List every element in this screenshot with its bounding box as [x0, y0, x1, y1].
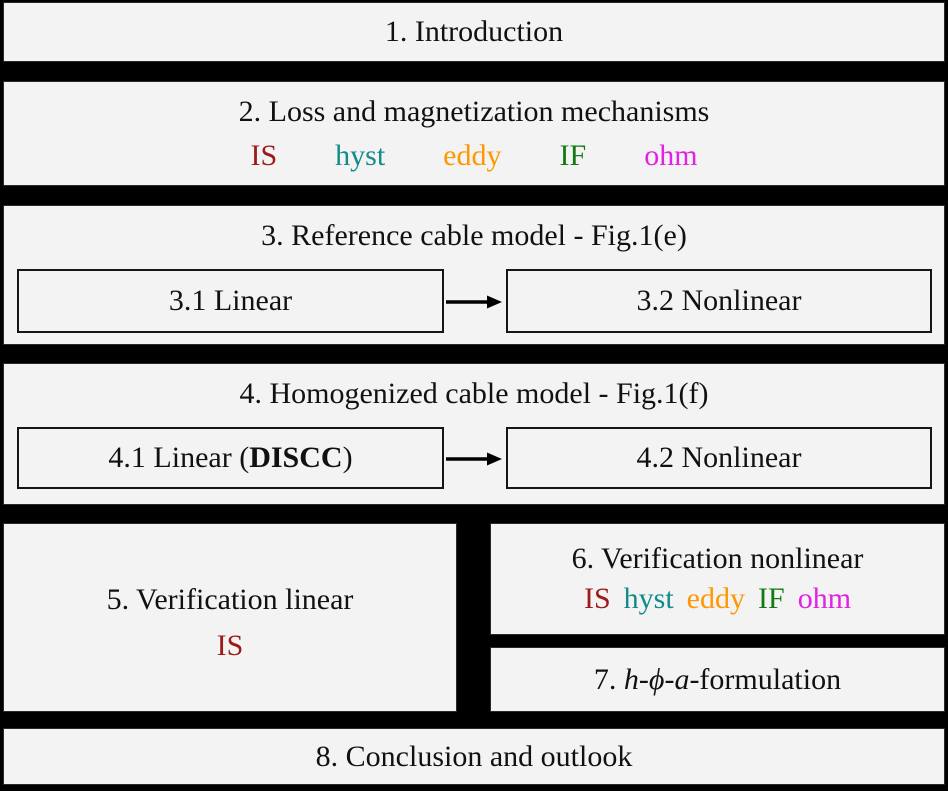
label-is: IS [250, 138, 278, 172]
label-eddy: eddy [443, 138, 502, 172]
section-homogenized-cable-model-title: 4. Homogenized cable model - Fig.1(f) [239, 377, 709, 410]
subbox-3-1-linear-label: 3.1 Linear [168, 284, 293, 317]
verification-nonlinear-label-row: IS hyst eddy IF ohm [584, 581, 851, 617]
section-introduction: 1. Introduction [3, 2, 945, 62]
subbox-4-1-label: 4.1 Linear (DISCC) [108, 441, 352, 475]
label-hyst: hyst [335, 138, 386, 172]
label-is: IS [216, 628, 244, 662]
section-verification-nonlinear: 6. Verification nonlinear IS hyst eddy I… [490, 523, 945, 635]
subbox-4-1-label-discc: DISCC [249, 441, 343, 474]
s7-math-phi: ϕ [648, 662, 665, 696]
section-introduction-title: 1. Introduction [384, 15, 564, 48]
subbox-4-1-label-prefix: 4.1 Linear ( [108, 441, 250, 474]
arrow-right-icon [446, 295, 502, 309]
section-verification-linear: 5. Verification linear IS [3, 523, 457, 712]
s7-dash: - [638, 662, 649, 696]
section-reference-cable-model: 3. Reference cable model - Fig.1(e) 3.1 … [3, 205, 945, 345]
s7-math-a: a [674, 662, 690, 696]
section-h-phi-a-formulation-title: 7. h-ϕ-a-formulation [594, 662, 841, 698]
s7-math-h: h [623, 662, 639, 696]
s7-suffix: -formulation [689, 662, 842, 696]
label-is: IS [583, 582, 611, 615]
s7-dash: - [664, 662, 675, 696]
section-loss-mechanisms-title: 2. Loss and magnetization mechanisms [238, 94, 710, 128]
s7-number: 7. [593, 662, 624, 696]
section-conclusion-title: 8. Conclusion and outlook [315, 739, 633, 773]
label-ohm: ohm [644, 138, 698, 172]
label-hyst: hyst [623, 582, 674, 615]
arrow-right-icon [446, 452, 502, 466]
label-if: IF [758, 582, 785, 615]
subbox-4-2-nonlinear: 4.2 Nonlinear [506, 427, 932, 489]
subbox-4-1-label-suffix: ) [342, 441, 353, 474]
section-homogenized-cable-model: 4. Homogenized cable model - Fig.1(f) 4.… [3, 363, 945, 505]
section-conclusion: 8. Conclusion and outlook [3, 728, 945, 785]
section-verification-linear-title: 5. Verification linear [106, 582, 354, 616]
section-verification-nonlinear-title: 6. Verification nonlinear [571, 542, 864, 575]
subbox-4-2-nonlinear-label: 4.2 Nonlinear [636, 441, 802, 474]
verification-linear-label-row: IS [217, 628, 244, 664]
subbox-3-1-linear: 3.1 Linear [17, 269, 444, 333]
section-loss-mechanisms: 2. Loss and magnetization mechanisms IS … [3, 81, 945, 186]
section-h-phi-a-formulation: 7. h-ϕ-a-formulation [490, 647, 945, 712]
subbox-4-1-linear-discc: 4.1 Linear (DISCC) [17, 427, 444, 489]
section-reference-cable-model-title: 3. Reference cable model - Fig.1(e) [261, 219, 687, 252]
label-ohm: ohm [797, 582, 852, 615]
label-if: IF [559, 138, 587, 172]
subbox-3-2-nonlinear: 3.2 Nonlinear [506, 269, 932, 333]
subbox-3-2-nonlinear-label: 3.2 Nonlinear [636, 284, 802, 317]
label-eddy: eddy [686, 582, 745, 615]
mechanism-label-row: IS hyst eddy IF ohm [250, 138, 697, 174]
